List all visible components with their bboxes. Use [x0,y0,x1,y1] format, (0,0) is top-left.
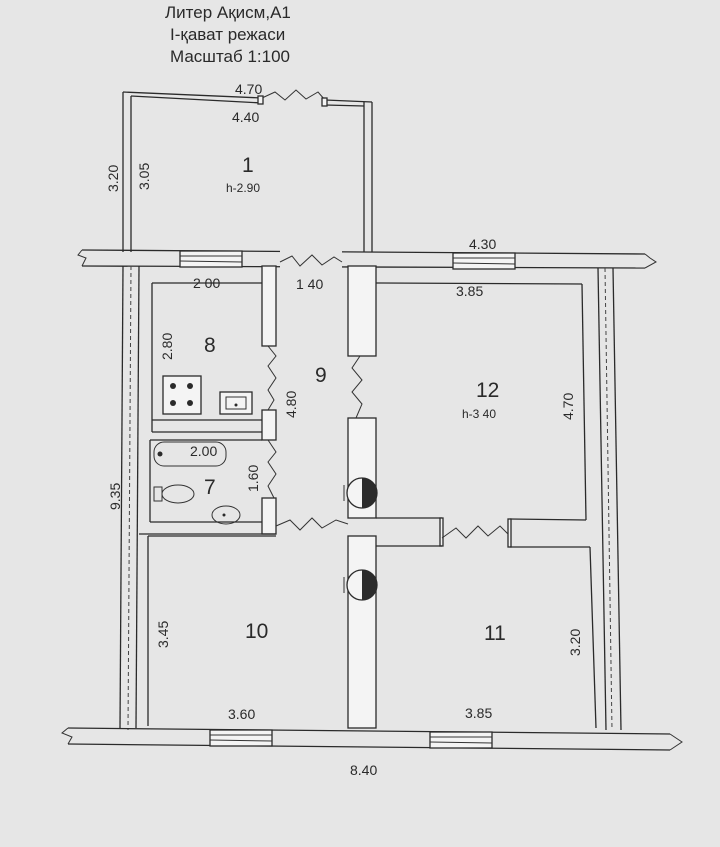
dimension-room8-depth: 2.80 [159,333,175,360]
room-label-1: 1 [242,154,254,177]
dimension-room8-width: 2 00 [193,275,220,291]
window-room-8 [179,250,243,268]
dimension-room12-depth: 4.70 [560,393,576,420]
heater-icon [343,477,378,509]
heater-icon [343,569,378,601]
plan-title-floor: I-қават режаси [170,25,285,44]
dimension-room10-width: 3.60 [228,706,255,722]
dimension-room1-inner-depth: 3.05 [136,163,152,190]
interior-walls-left [139,265,277,726]
interior-walls-right [275,265,597,729]
toilet-icon [153,484,195,504]
dimension-total-width: 8.40 [350,762,377,778]
dimension-room7-depth: 1.60 [245,465,261,492]
outer-walls [61,249,683,751]
room-label-7: 7 [204,476,216,499]
dimension-right-outer-width: 4.30 [469,236,496,252]
dimension-corridor-opening: 1 40 [296,276,323,292]
room-label-12: 12 [476,379,499,402]
window-room-10 [209,729,273,747]
dimension-corridor-length: 4.80 [283,391,299,418]
entrance-door [279,250,343,269]
room-height-12: h-3 40 [462,407,496,421]
dimension-room7-width: 2.00 [190,443,217,459]
dimension-room1-inner-width: 4.40 [232,109,259,125]
window-room-12 [452,252,516,270]
room-label-11: 11 [484,622,506,645]
room-height-1: h-2.90 [226,181,260,195]
dimension-total-depth: 9.35 [107,483,123,510]
bathtub-icon [153,441,227,467]
stove-icon [162,375,202,415]
room-label-10: 10 [245,620,268,643]
washbasin-icon [211,505,241,525]
plan-title-scale: Масштаб 1:100 [170,47,290,66]
room-1-walls [122,89,373,252]
dimension-room1-outer-depth: 3.20 [105,165,121,192]
room-label-8: 8 [204,334,216,357]
dimension-room11-width: 3.85 [465,705,492,721]
dimension-room10-depth: 3.45 [155,621,171,648]
window-room-11 [429,731,493,749]
plan-title-liter: Литер Ақисм,А1 [165,3,291,22]
dimension-room1-outer-width: 4.70 [235,81,262,97]
sink-icon [219,391,253,415]
room-label-9: 9 [315,364,327,387]
dimension-room12-width: 3.85 [456,283,483,299]
dimension-room11-depth: 3.20 [567,629,583,656]
